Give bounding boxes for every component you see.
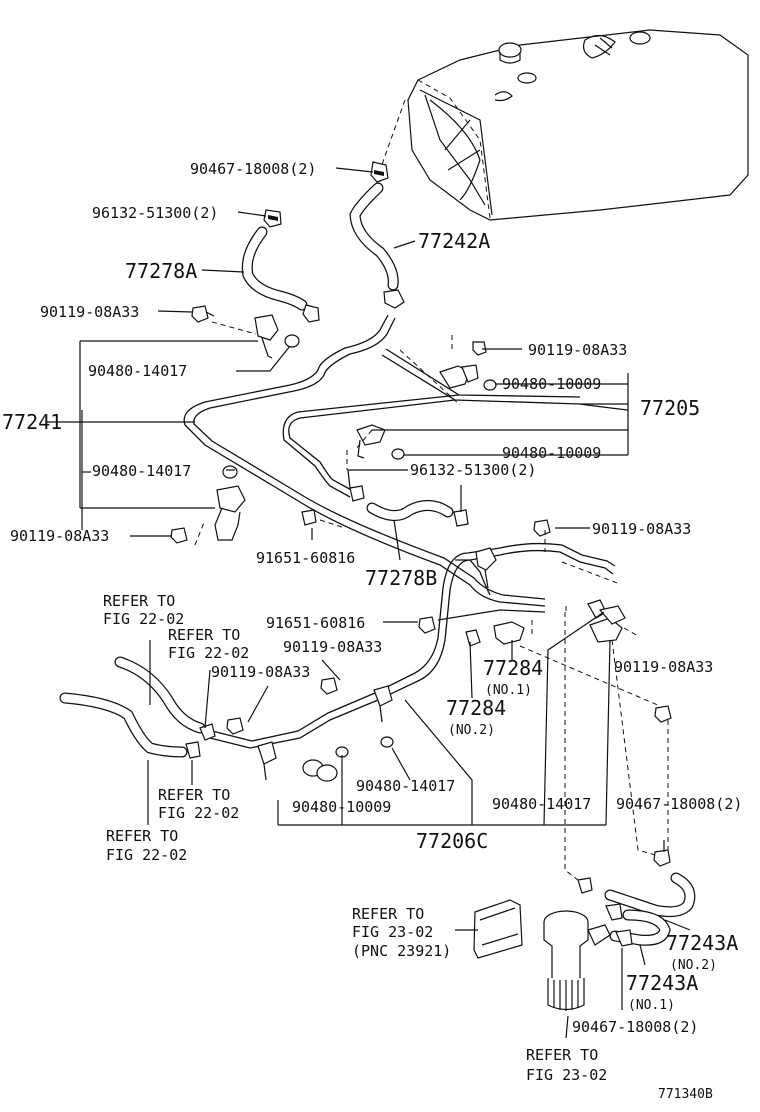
- bolt-90119-08A33-e: [320, 677, 338, 695]
- label-90467-18008-bot: 90467-18008(2): [572, 1018, 698, 1036]
- label-refer-fig-23-02-pnc-line3: (PNC 23921): [352, 942, 451, 960]
- label-refer-fig-23-02-line2: FIG 23-02: [526, 1066, 607, 1084]
- label-refer-fig-22-02-a-line1: REFER TO: [103, 592, 175, 610]
- bolt-90119-08A33-d: [533, 519, 551, 537]
- label-90467-18008-mid: 90467-18008(2): [616, 795, 742, 813]
- label-refer-fig-22-02-b-line1: REFER TO: [168, 626, 240, 644]
- clip-77284-no2: [465, 629, 481, 647]
- label-90119-08a33-g: 90119-08A33: [614, 658, 713, 676]
- label-refer-fig-22-02-c-line1: REFER TO: [158, 786, 230, 804]
- label-96132-51300-top: 96132-51300(2): [92, 204, 218, 222]
- fuel-tank: [407, 29, 749, 221]
- clamp-77206c-upper: [475, 547, 497, 589]
- label-refer-fig-22-02-d-line2: FIG 22-02: [106, 846, 187, 864]
- clamp-77205-upper: [439, 341, 497, 391]
- hose-left-lower: [59, 692, 188, 758]
- fuel-pipe-77206c: [209, 542, 616, 749]
- label-90119-08a33-c: 90119-08A33: [10, 527, 109, 545]
- label-90480-10009-a: 90480-10009: [502, 375, 601, 393]
- fuel-filter: [543, 910, 611, 1011]
- label-77278a: 77278A: [125, 259, 197, 283]
- grommet-90480-14017-b: [222, 465, 238, 479]
- label-refer-fig-22-02-b-line2: FIG 22-02: [168, 644, 249, 662]
- label-refer-fig-22-02-c-line2: FIG 22-02: [158, 804, 239, 822]
- clamps-77243a: [577, 849, 671, 947]
- grommets-90480-lower: [302, 736, 394, 782]
- label-refer-fig-23-02-pnc-line1: REFER TO: [352, 905, 424, 923]
- clamp-77278b-pair: [301, 485, 469, 527]
- label-77206c: 77206C: [416, 829, 488, 853]
- hose-77243a-no2: [604, 872, 696, 918]
- label-90119-08a33-a: 90119-08A33: [40, 303, 139, 321]
- label-96132-51300-mid: 96132-51300(2): [410, 461, 536, 479]
- label-90480-14017-c: 90480-14017: [356, 777, 455, 795]
- label-90480-14017-d: 90480-14017: [492, 795, 591, 813]
- bolt-90119-08A33-a: [191, 305, 215, 323]
- label-90480-14017-a: 90480-14017: [88, 362, 187, 380]
- clamp-90467-18008-top: [370, 161, 389, 183]
- label-refer-fig-23-02-line1: REFER TO: [526, 1046, 598, 1064]
- hose-77242a: [349, 182, 399, 291]
- mounting-bracket: [473, 899, 523, 959]
- label-77243a-no1: 77243A: [626, 971, 698, 995]
- fuel-pipe-77241: [183, 314, 546, 607]
- hose-left-upper: [114, 656, 206, 734]
- figure-code: 771340B: [658, 1087, 713, 1102]
- label-90480-14017-b: 90480-14017: [92, 462, 191, 480]
- label-77241: 77241: [2, 410, 62, 434]
- clamp-77278a-lower: [302, 304, 320, 323]
- label-77242a: 77242A: [418, 229, 490, 253]
- label-77205: 77205: [640, 396, 700, 420]
- label-refer-fig-22-02-d-line1: REFER TO: [106, 827, 178, 845]
- clip-77284-no1: [493, 621, 525, 645]
- bolt-91651-60816-b: [418, 616, 436, 634]
- label-refer-fig-23-02-pnc-line2: FIG 23-02: [352, 923, 433, 941]
- leader-lines: [46, 167, 691, 1039]
- label-77284-no1: 77284: [483, 656, 543, 680]
- hose-77278a: [241, 226, 308, 311]
- label-91651-60816-a: 91651-60816: [256, 549, 355, 567]
- bolt-90119-08A33-f: [226, 717, 244, 735]
- label-90480-10009-b: 90480-10009: [502, 444, 601, 462]
- hose-77243a-no1: [609, 909, 671, 946]
- label-90119-08a33-f: 90119-08A33: [211, 663, 310, 681]
- bracket-clamp-upper: [254, 314, 300, 359]
- label-77243a-no2-tag: (NO.2): [670, 958, 717, 973]
- bolt-90119-08A33-g: [654, 705, 672, 723]
- bracket-clamp-lower: [170, 485, 246, 544]
- clamp-left-pair: [185, 723, 216, 759]
- clamp-77206c-mid: [373, 685, 393, 723]
- label-90467-18008-top: 90467-18008(2): [190, 160, 316, 178]
- clamp-right-pair: [587, 599, 626, 643]
- label-refer-fig-22-02-a-line2: FIG 22-02: [103, 610, 184, 628]
- label-77284-no1-tag: (NO.1): [485, 683, 532, 698]
- label-90119-08a33-e: 90119-08A33: [283, 638, 382, 656]
- hose-77278b: [366, 500, 454, 521]
- clamp-77206c-lower: [257, 741, 277, 781]
- label-90119-08a33-b: 90119-08A33: [528, 341, 627, 359]
- label-77284-no2-tag: (NO.2): [448, 723, 495, 738]
- label-77243a-no2: 77243A: [666, 931, 738, 955]
- clamp-96132-51300-top: [263, 209, 282, 228]
- label-90119-08a33-d: 90119-08A33: [592, 520, 691, 538]
- label-77284-no2: 77284: [446, 696, 506, 720]
- label-77243a-no1-tag: (NO.1): [628, 998, 675, 1013]
- label-77278b: 77278B: [365, 566, 437, 590]
- clamp-77242a-lower: [383, 289, 405, 309]
- label-90480-10009-c: 90480-10009: [292, 798, 391, 816]
- label-91651-60816-b: 91651-60816: [266, 614, 365, 632]
